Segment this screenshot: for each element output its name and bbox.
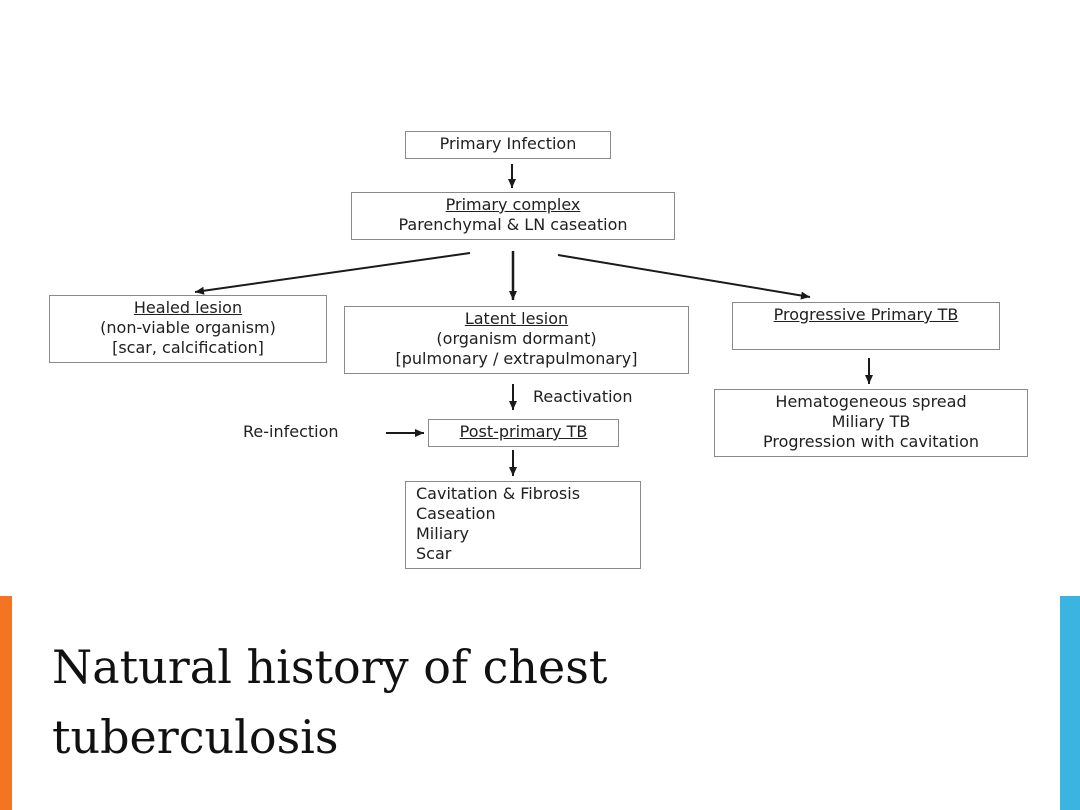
- node-heading: Healed lesion: [133, 298, 243, 317]
- label-reinfection: Re-infection: [243, 422, 339, 441]
- node-line: (non-viable organism): [100, 318, 276, 337]
- slide-title: Natural history of chest tuberculosis: [52, 632, 1032, 772]
- node-healed-lesion: Healed lesion (non-viable organism) [sca…: [49, 295, 327, 363]
- node-line: Primary Infection: [439, 134, 577, 153]
- tb-flow-diagram: Primary Infection Primary complex Parenc…: [49, 131, 1028, 569]
- node-line: Parenchymal & LN caseation: [398, 215, 628, 234]
- node-line: [pulmonary / extrapulmonary]: [395, 349, 638, 368]
- node-line: Caseation: [416, 504, 496, 523]
- accent-bar-left: [0, 596, 12, 810]
- node-heading: Progressive Primary TB: [773, 305, 959, 324]
- node-heading: Latent lesion: [464, 309, 569, 328]
- node-heading: Post-primary TB: [459, 422, 588, 441]
- node-outcomes: Cavitation & Fibrosis Caseation Miliary …: [405, 481, 641, 569]
- arrow-complex-to-healed: [194, 252, 471, 295]
- node-progressive-primary-tb: Progressive Primary TB: [732, 302, 1000, 350]
- slide-title-line-2: tuberculosis: [52, 710, 339, 764]
- node-line: Progression with cavitation: [762, 432, 979, 451]
- node-post-primary-tb: Post-primary TB: [428, 419, 619, 447]
- node-line: Hematogeneous spread: [775, 392, 967, 411]
- diagram-arrows: [194, 164, 873, 476]
- node-line: Cavitation & Fibrosis: [416, 484, 581, 503]
- label-reactivation: Reactivation: [533, 387, 633, 406]
- node-line: Scar: [416, 544, 452, 563]
- node-primary-infection: Primary Infection: [405, 131, 611, 159]
- node-latent-lesion: Latent lesion (organism dormant) [pulmon…: [344, 306, 689, 374]
- node-line: (organism dormant): [436, 329, 597, 348]
- node-line: Miliary TB: [831, 412, 911, 431]
- slide-title-line-1: Natural history of chest: [52, 640, 608, 694]
- node-hematogeneous-spread: Hematogeneous spread Miliary TB Progress…: [714, 389, 1028, 457]
- node-heading: Primary complex: [445, 195, 581, 214]
- arrow-complex-to-progressive: [557, 254, 811, 300]
- accent-bar-right: [1060, 596, 1080, 810]
- node-primary-complex: Primary complex Parenchymal & LN caseati…: [351, 192, 675, 240]
- node-line: [scar, calcification]: [112, 338, 264, 357]
- node-line: Miliary: [416, 524, 469, 543]
